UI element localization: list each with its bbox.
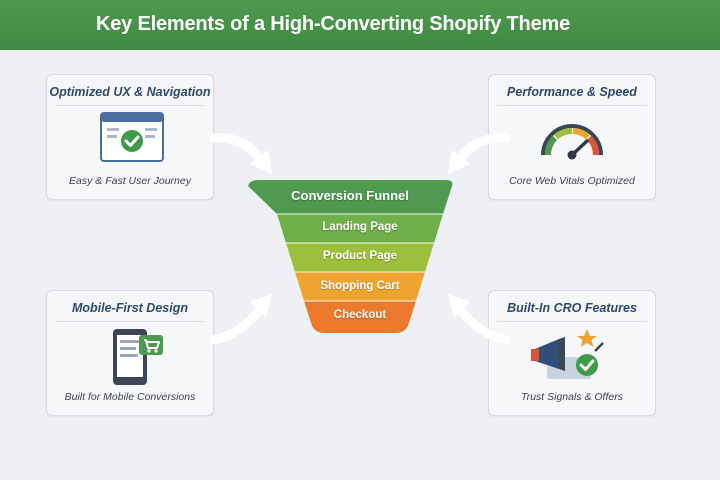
funnel-stage-product-page — [286, 243, 434, 272]
funnel-stage-label: Checkout — [333, 309, 387, 321]
funnel-stage-label: Product Page — [322, 250, 398, 262]
title-banner: Key Elements of a High-Converting Shopif… — [0, 0, 720, 50]
funnel-stage-shopping-cart — [295, 272, 425, 301]
megaphone-badge-icon — [531, 329, 604, 379]
arrow-icon — [210, 133, 272, 174]
page-title: Key Elements of a High-Converting Shopif… — [96, 13, 570, 35]
browser-check-icon — [100, 112, 164, 162]
card-ux-navigation: Optimized UX & Navigation Easy & Fast Us… — [46, 74, 214, 200]
funnel-stage-landing-page — [277, 214, 443, 243]
card-caption: Core Web Vitals Optimized — [509, 175, 635, 187]
funnel-top-tier — [248, 180, 453, 214]
card-title: Built-In CRO Features — [507, 301, 637, 315]
funnel-title: Conversion Funnel — [291, 188, 409, 203]
divider — [55, 321, 205, 322]
mobile-cart-icon — [113, 329, 163, 385]
card-title: Optimized UX & Navigation — [49, 85, 211, 99]
card-title: Performance & Speed — [507, 85, 637, 99]
funnel-stage-checkout — [304, 301, 416, 333]
arrow-icon — [210, 294, 272, 345]
funnel-stage-label: Shopping Cart — [320, 280, 400, 292]
arrow-icon — [448, 294, 510, 345]
speedometer-icon — [541, 124, 603, 160]
card-caption: Built for Mobile Conversions — [64, 391, 196, 403]
card-performance-speed: Performance & Speed Core Web Vitals Opti… — [488, 74, 656, 200]
card-caption: Trust Signals & Offers — [521, 391, 623, 403]
divider — [55, 105, 205, 106]
divider — [497, 321, 647, 322]
arrow-icon — [448, 133, 510, 174]
card-title: Mobile-First Design — [72, 301, 188, 315]
divider — [497, 105, 647, 106]
card-mobile-first: Mobile-First Design Built for Mobile Con… — [46, 290, 214, 416]
funnel-stage-label: Landing Page — [322, 221, 398, 233]
card-cro-features: Built-In CRO Features Trust Signals & Of… — [488, 290, 656, 416]
card-caption: Easy & Fast User Journey — [69, 175, 191, 187]
